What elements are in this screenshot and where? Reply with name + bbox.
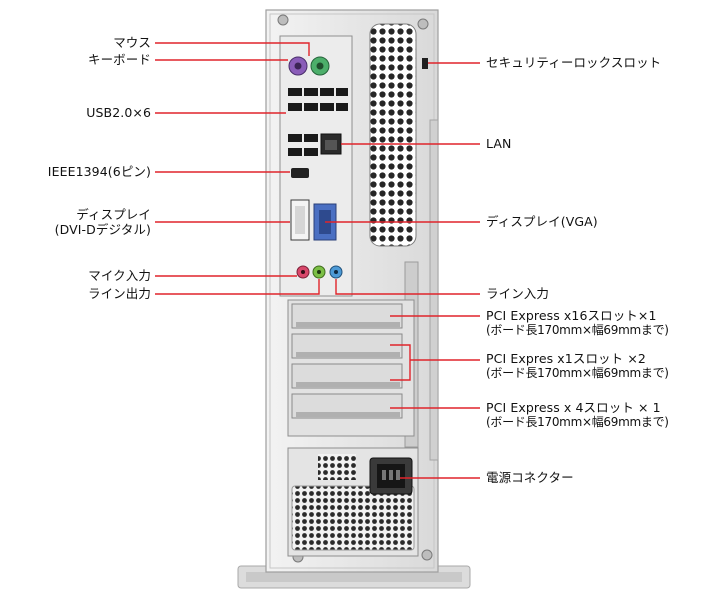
label-mic-in: マイク入力 bbox=[88, 268, 151, 283]
callout-line-linein bbox=[335, 279, 480, 295]
usb-ports bbox=[288, 88, 348, 156]
label-pcie-x1-line1: PCI Expres x1スロット ×2 bbox=[486, 351, 646, 366]
label-pcie-x4-line1: PCI Express x 4スロット × 1 bbox=[486, 400, 661, 415]
label-pcie-x1-line2: (ボード長170mm×幅69mmまで) bbox=[486, 366, 669, 380]
label-pcie-x4-line2: (ボード長170mm×幅69mmまで) bbox=[486, 415, 669, 429]
io-shield bbox=[279, 35, 353, 297]
label-dvi-line1: ディスプレイ bbox=[76, 207, 151, 222]
callout-lines bbox=[155, 42, 480, 479]
label-lan: LAN bbox=[486, 136, 512, 151]
power-supply bbox=[287, 447, 419, 557]
label-ieee1394: IEEE1394(6ピン) bbox=[47, 164, 151, 179]
label-pcie-x16-line2: (ボード長170mm×幅69mmまで) bbox=[486, 323, 669, 337]
label-power-connector: 電源コネクター bbox=[486, 470, 574, 485]
label-security-slot: セキュリティーロックスロット bbox=[486, 55, 662, 70]
label-line-out: ライン出力 bbox=[87, 286, 151, 301]
label-keyboard: キーボード bbox=[87, 52, 151, 67]
callout-line-lineout bbox=[155, 279, 320, 295]
label-usb: USB2.0×6 bbox=[86, 105, 151, 120]
ieee1394-port bbox=[291, 168, 309, 178]
label-dvi-line2: (DVI-Dデジタル) bbox=[54, 222, 151, 237]
label-line-in: ライン入力 bbox=[486, 286, 550, 301]
expansion-slots bbox=[287, 299, 415, 437]
callout-bracket-pcie-x1 bbox=[390, 344, 411, 381]
callout-line-mouse bbox=[155, 42, 310, 56]
label-pcie-x16-line1: PCI Express x16スロット×1 bbox=[486, 308, 657, 323]
vent-grille bbox=[369, 23, 417, 247]
security-lock-slot bbox=[422, 58, 428, 69]
label-vga: ディスプレイ(VGA) bbox=[486, 214, 598, 229]
label-mouse: マウス bbox=[113, 35, 151, 50]
